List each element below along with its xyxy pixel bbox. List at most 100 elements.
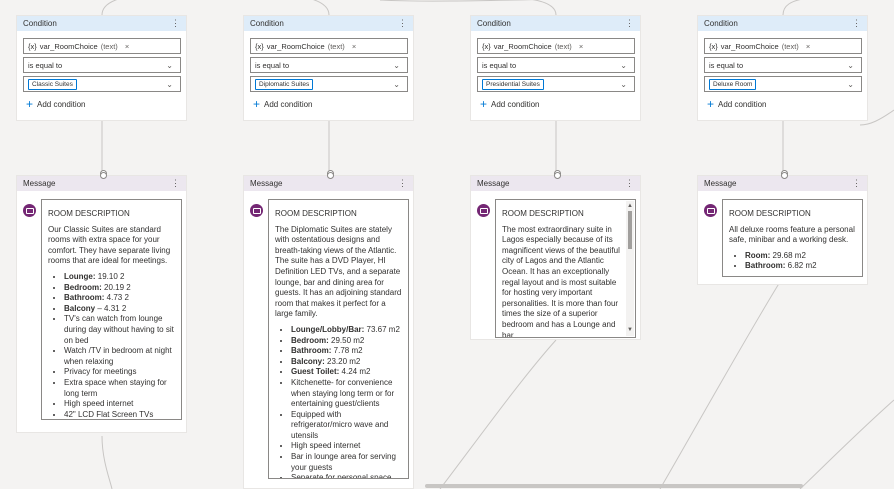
variable-field[interactable]: {x} var_RoomChoice (text) × <box>477 38 635 54</box>
item-value: 29.50 m2 <box>328 335 365 345</box>
more-icon[interactable]: ⋮ <box>852 18 861 28</box>
variable-icon: {x} <box>28 41 37 51</box>
more-icon[interactable]: ⋮ <box>625 18 634 28</box>
connector-port[interactable] <box>100 172 107 179</box>
add-condition-button[interactable]: + Add condition <box>253 98 313 110</box>
condition-header: Condition ⋮ <box>244 16 413 31</box>
message-title: Message <box>704 179 737 188</box>
item-label: Bedroom: <box>291 335 329 345</box>
operator-dropdown[interactable]: is equal to ⌄ <box>704 57 862 73</box>
message-scrollbar[interactable]: ▲▼ <box>626 201 634 336</box>
item-label: Guest Toilet: <box>291 367 340 377</box>
more-icon[interactable]: ⋮ <box>171 178 180 188</box>
connector-port[interactable] <box>781 172 788 179</box>
connector-port[interactable] <box>554 172 561 179</box>
variable-type: (text) <box>100 41 118 51</box>
operator-dropdown[interactable]: is equal to ⌄ <box>477 57 635 73</box>
close-icon[interactable]: × <box>351 41 357 51</box>
item-value: 20.19 2 <box>101 282 131 292</box>
more-icon[interactable]: ⋮ <box>398 178 407 188</box>
scroll-thumb[interactable] <box>628 211 632 249</box>
close-icon[interactable]: × <box>805 41 811 51</box>
chevron-down-icon: ⌄ <box>847 60 854 70</box>
scroll-up-icon[interactable]: ▲ <box>627 203 633 209</box>
add-condition-label: Add condition <box>37 99 86 109</box>
chevron-down-icon: ⌄ <box>620 79 627 89</box>
list-item: Separate for personal space <box>291 473 402 478</box>
message-icon <box>23 204 36 217</box>
item-value: 42" LCD Flat Screen TVs <box>64 409 154 419</box>
close-icon[interactable]: × <box>578 41 584 51</box>
message-node[interactable]: Message ⋮ ROOM DESCRIPTION Our Classic S… <box>16 175 187 433</box>
message-header: Message ⋮ <box>17 176 186 191</box>
item-value: Kitchenette- for convenience when stayin… <box>291 377 395 409</box>
item-value: 7.78 m2 <box>331 346 363 356</box>
message-text-box[interactable]: ROOM DESCRIPTION The Diplomatic Suites a… <box>268 199 409 479</box>
variable-icon: {x} <box>255 41 264 51</box>
more-icon[interactable]: ⋮ <box>625 178 634 188</box>
operator-value: is equal to <box>482 60 517 70</box>
room-description-text: Our Classic Suites are standard rooms wi… <box>48 224 171 266</box>
value-dropdown[interactable]: Deluxe Room ⌄ <box>704 76 862 92</box>
room-description-text: The most extraordinary suite in Lagos es… <box>502 224 620 338</box>
message-node[interactable]: Message ⋮ ROOM DESCRIPTION The Diplomati… <box>243 175 414 489</box>
item-value: High speed internet <box>291 441 361 451</box>
more-icon[interactable]: ⋮ <box>852 178 861 188</box>
message-text-box[interactable]: ROOM DESCRIPTION All deluxe rooms featur… <box>722 199 863 277</box>
item-value: 23.20 m2 <box>324 356 361 366</box>
condition-node[interactable]: Condition ⋮ {x} var_RoomChoice (text) × … <box>697 15 868 121</box>
item-value: – 4.31 2 <box>95 303 127 313</box>
more-icon[interactable]: ⋮ <box>398 18 407 28</box>
list-item: Bedroom: 20.19 2 <box>64 283 175 294</box>
item-label: Bathroom: <box>291 346 332 356</box>
message-node[interactable]: Message ⋮ ROOM DESCRIPTION The most extr… <box>470 175 641 340</box>
variable-type: (text) <box>781 41 799 51</box>
item-value: Privacy for meetings <box>64 367 137 377</box>
condition-node[interactable]: Condition ⋮ {x} var_RoomChoice (text) × … <box>470 15 641 121</box>
close-icon[interactable]: × <box>124 41 130 51</box>
message-text-box[interactable]: ROOM DESCRIPTION The most extraordinary … <box>495 199 636 338</box>
connector-port[interactable] <box>327 172 334 179</box>
variable-field[interactable]: {x} var_RoomChoice (text) × <box>250 38 408 54</box>
add-condition-button[interactable]: + Add condition <box>26 98 86 110</box>
room-details-list: Lounge/Lobby/Bar: 73.67 m2Bedroom: 29.50… <box>275 325 402 478</box>
message-title: Message <box>23 179 56 188</box>
item-label: Balcony <box>64 303 96 313</box>
list-item: Privacy for meetings <box>64 367 175 378</box>
scroll-down-icon[interactable]: ▼ <box>627 327 633 334</box>
variable-name: var_RoomChoice <box>266 41 325 51</box>
value-dropdown[interactable]: Diplomatic Suites ⌄ <box>250 76 408 92</box>
operator-dropdown[interactable]: is equal to ⌄ <box>23 57 181 73</box>
item-label: Balcony: <box>291 356 325 366</box>
variable-icon: {x} <box>709 41 718 51</box>
chevron-down-icon: ⌄ <box>393 79 400 89</box>
item-value: Extra space when staying for long term <box>64 377 167 398</box>
variable-name: var_RoomChoice <box>720 41 779 51</box>
message-node[interactable]: Message ⋮ ROOM DESCRIPTION All deluxe ro… <box>697 175 868 285</box>
value-dropdown[interactable]: Classic Suites ⌄ <box>23 76 181 92</box>
condition-node[interactable]: Condition ⋮ {x} var_RoomChoice (text) × … <box>243 15 414 121</box>
list-item: Bathroom: 6.82 m2 <box>745 261 856 272</box>
variable-type: (text) <box>327 41 345 51</box>
add-condition-button[interactable]: + Add condition <box>480 98 540 110</box>
more-icon[interactable]: ⋮ <box>171 18 180 28</box>
room-description-title: ROOM DESCRIPTION <box>275 209 357 218</box>
message-text-box[interactable]: ROOM DESCRIPTION Our Classic Suites are … <box>41 199 182 420</box>
chevron-down-icon: ⌄ <box>166 79 173 89</box>
item-value: TV's can watch from lounge during day wi… <box>64 314 174 345</box>
value-pill: Diplomatic Suites <box>255 78 314 90</box>
operator-dropdown[interactable]: is equal to ⌄ <box>250 57 408 73</box>
item-value: Equipped with refrigerator/micro wave an… <box>291 409 389 440</box>
list-item: Bathroom: 4.73 2 <box>64 293 175 304</box>
value-dropdown[interactable]: Presidential Suites ⌄ <box>477 76 635 92</box>
condition-title: Condition <box>704 19 738 28</box>
variable-field[interactable]: {x} var_RoomChoice (text) × <box>23 38 181 54</box>
value-pill: Presidential Suites <box>482 78 544 90</box>
variable-field[interactable]: {x} var_RoomChoice (text) × <box>704 38 862 54</box>
horizontal-scrollbar[interactable] <box>425 484 803 488</box>
variable-icon: {x} <box>482 41 491 51</box>
condition-node[interactable]: Condition ⋮ {x} var_RoomChoice (text) × … <box>16 15 187 121</box>
value-pill: Classic Suites <box>28 78 77 90</box>
add-condition-button[interactable]: + Add condition <box>707 98 767 110</box>
add-condition-label: Add condition <box>718 99 767 109</box>
